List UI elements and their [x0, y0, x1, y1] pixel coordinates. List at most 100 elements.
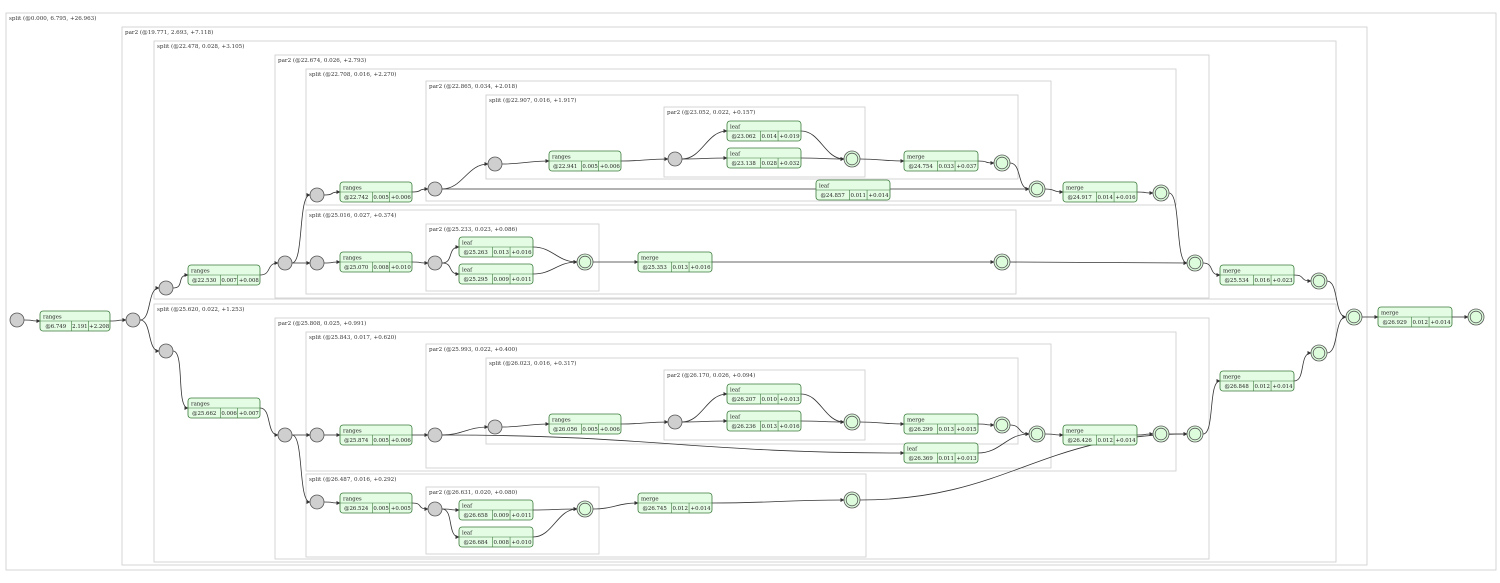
split-node[interactable]	[427, 181, 443, 197]
record-cell: +0.006	[391, 438, 412, 444]
record-cell: +0.037	[957, 164, 978, 170]
merge-inner-ring	[1312, 346, 1326, 360]
record-title: ranges	[191, 269, 210, 275]
edge-s3-s4	[291, 193, 311, 264]
merge-join-node[interactable]	[993, 253, 1011, 271]
split-node[interactable]	[487, 156, 503, 172]
merge-join-node[interactable]	[1310, 272, 1328, 290]
merge-join-node[interactable]	[1467, 308, 1485, 326]
edge-mc2-mc3	[1009, 162, 1030, 191]
split-node[interactable]	[667, 414, 683, 430]
merge-join-node[interactable]	[1152, 425, 1170, 443]
record-cell: 0.010	[761, 397, 777, 403]
split-node[interactable]	[125, 312, 141, 328]
split-node[interactable]	[309, 427, 325, 443]
split-node[interactable]	[277, 255, 293, 271]
split-circle	[277, 255, 293, 271]
record-title: merge	[907, 155, 925, 161]
edge-lf9-mc17	[532, 507, 578, 512]
cluster-border	[305, 68, 1177, 206]
merge-join-node[interactable]	[843, 491, 861, 509]
merge-join-node[interactable]	[1186, 425, 1204, 443]
merge-join-node[interactable]	[1028, 180, 1046, 198]
merge-join-node[interactable]	[576, 253, 594, 271]
cluster-label: par2 (@25.808, 0.025, +0.991)	[278, 320, 366, 327]
merge-join-node[interactable]	[843, 413, 861, 431]
merge-join-node[interactable]	[1028, 425, 1046, 443]
cluster-border	[485, 357, 1019, 445]
split-node[interactable]	[277, 427, 293, 443]
record-cell: +0.023	[1273, 278, 1294, 284]
split-node[interactable]	[667, 151, 683, 167]
split-node[interactable]	[427, 255, 443, 271]
merge-join-node[interactable]	[1310, 344, 1328, 362]
split-node[interactable]	[309, 494, 325, 510]
split-node[interactable]	[427, 427, 443, 443]
edge-s4-r2	[323, 190, 341, 196]
record-cell: 0.028	[761, 161, 777, 167]
edge-lf4-mc5	[532, 246, 578, 264]
edge-lf2-mc1	[800, 156, 845, 161]
record-cell: @26.848	[1225, 383, 1250, 390]
merge-join-node[interactable]	[1345, 308, 1363, 326]
split-node[interactable]	[427, 501, 443, 517]
merge-join-node[interactable]	[576, 500, 594, 518]
cluster-label: par2 (@19.771, 2.693, +7.118)	[125, 29, 213, 36]
record-cell: +0.005	[391, 506, 412, 512]
record-cell: @25.874	[344, 437, 369, 444]
edge-s17-lf9	[441, 507, 460, 512]
record-cell: 0.013	[493, 250, 509, 256]
cluster-border	[425, 486, 600, 555]
split-node[interactable]	[309, 187, 325, 203]
record-cell: 0.033	[938, 164, 954, 170]
cluster-border	[663, 369, 866, 441]
merge-join-node[interactable]	[1186, 254, 1204, 272]
merge-join-node[interactable]	[993, 154, 1011, 172]
edge-r4-s9	[411, 260, 429, 265]
merge-join-node[interactable]	[993, 416, 1011, 434]
split-node[interactable]	[487, 419, 503, 435]
split-node[interactable]	[158, 343, 174, 359]
merge-join-node[interactable]	[843, 150, 861, 168]
edge-s13-lf8	[441, 434, 905, 455]
merge-join-node[interactable]	[1152, 184, 1170, 202]
split-node[interactable]	[309, 255, 325, 271]
record-title: merge	[1066, 429, 1084, 435]
edge-m4-mc8	[1293, 274, 1312, 283]
split-node[interactable]	[158, 280, 174, 296]
record-cell: 0.008	[373, 265, 389, 271]
record-cell: @26.658	[464, 512, 489, 519]
split-node[interactable]	[9, 312, 25, 328]
edge-m7-mc14	[1136, 432, 1154, 437]
cluster-label: split (@25.620, 0.022, +1.253)	[157, 306, 244, 313]
